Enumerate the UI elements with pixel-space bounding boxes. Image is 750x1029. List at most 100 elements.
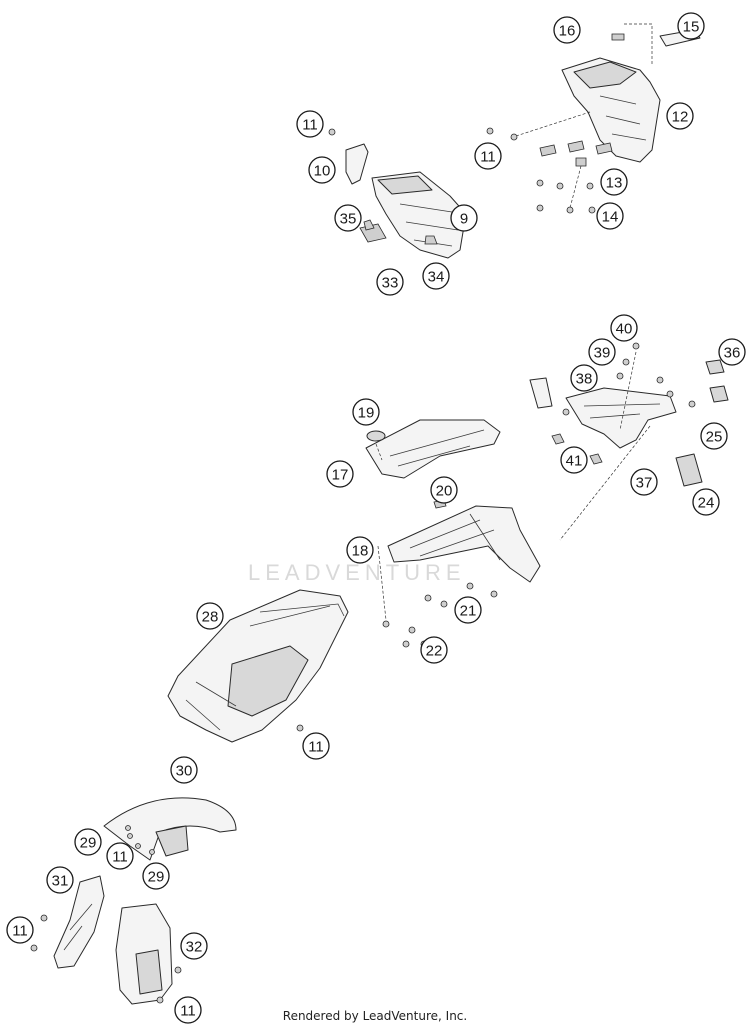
callout-number: 35 (340, 211, 357, 228)
callout-circle (334, 204, 362, 232)
callout-15: 15 (677, 12, 705, 40)
callout-circle (692, 488, 720, 516)
callout-number: 30 (176, 763, 193, 780)
callout-circle (700, 422, 728, 450)
callout-38: 38 (570, 364, 598, 392)
callout-circle (308, 156, 336, 184)
callout-number: 14 (602, 209, 619, 226)
callout-number: 22 (426, 643, 443, 660)
front-bracket (328, 128, 467, 259)
callout-11: 11 (474, 142, 502, 170)
callout-number: 29 (80, 835, 97, 852)
callout-circle (588, 338, 616, 366)
footer-credit: Rendered by LeadVenture, Inc. (282, 1009, 468, 1023)
callout-circle (610, 314, 638, 342)
callout-number: 20 (436, 483, 453, 500)
tail-cowl (167, 589, 349, 743)
callout-circle (326, 460, 354, 488)
callout-13: 13 (600, 168, 628, 196)
callout-36: 36 (718, 338, 746, 366)
callout-circle (454, 596, 482, 624)
callout-number: 11 (12, 923, 28, 940)
callout-12: 12 (666, 102, 694, 130)
callout-circle (142, 862, 170, 890)
callout-circle (6, 916, 34, 944)
watermark: LEADVENTURE (248, 560, 466, 585)
callout-17: 17 (326, 460, 354, 488)
callout-41: 41 (560, 446, 588, 474)
callout-11: 11 (296, 110, 324, 138)
callout-number: 37 (636, 475, 653, 492)
callout-number: 16 (559, 23, 576, 40)
callout-32: 32 (180, 932, 208, 960)
callout-number: 40 (616, 321, 633, 338)
callout-circle (296, 110, 324, 138)
callout-29: 29 (74, 828, 102, 856)
callout-number: 18 (352, 543, 369, 560)
callout-number: 21 (460, 603, 477, 620)
callout-number: 29 (148, 869, 165, 886)
callout-circle (677, 12, 705, 40)
callout-circle (174, 996, 202, 1024)
callout-number: 11 (112, 849, 128, 866)
callout-circle (46, 866, 74, 894)
callout-circle (420, 636, 448, 664)
callout-16: 16 (553, 16, 581, 44)
callout-circle (596, 202, 624, 230)
callout-11: 11 (106, 842, 134, 870)
callout-39: 39 (588, 338, 616, 366)
callout-25: 25 (700, 422, 728, 450)
callout-34: 34 (422, 262, 450, 290)
callout-number: 34 (428, 269, 445, 286)
callout-number: 36 (724, 345, 741, 362)
callout-number: 19 (358, 405, 375, 422)
front-fender (103, 797, 237, 861)
callout-circle (553, 16, 581, 44)
callout-number: 38 (576, 371, 593, 388)
callout-40: 40 (610, 314, 638, 342)
callout-number: 10 (314, 163, 331, 180)
callout-circle (422, 262, 450, 290)
callout-number: 41 (566, 453, 583, 470)
callout-circle (346, 536, 374, 564)
callout-number: 28 (202, 609, 219, 626)
callout-21: 21 (454, 596, 482, 624)
callout-number: 11 (180, 1003, 196, 1020)
callout-28: 28 (196, 602, 224, 630)
callout-9: 9 (450, 204, 478, 232)
callout-number: 32 (186, 939, 203, 956)
callout-20: 20 (430, 476, 458, 504)
callout-circle (352, 398, 380, 426)
license-plate-bracket (529, 342, 729, 541)
callout-number: 17 (332, 467, 349, 484)
callout-11: 11 (174, 996, 202, 1024)
callout-circle (718, 338, 746, 366)
callout-10: 10 (308, 156, 336, 184)
callout-11: 11 (302, 732, 330, 760)
callout-number: 12 (672, 109, 689, 126)
callout-number: 15 (683, 19, 700, 36)
callout-18: 18 (346, 536, 374, 564)
callout-circle (570, 364, 598, 392)
callout-circle (600, 168, 628, 196)
callout-22: 22 (420, 636, 448, 664)
callout-number: 13 (606, 175, 623, 192)
callout-37: 37 (630, 468, 658, 496)
callout-circle (180, 932, 208, 960)
callout-circle (376, 268, 404, 296)
fork-guard-left (30, 875, 105, 969)
callout-circle (106, 842, 134, 870)
callout-circle (74, 828, 102, 856)
callout-number: 24 (698, 495, 715, 512)
callout-circle (560, 446, 588, 474)
callout-11: 11 (6, 916, 34, 944)
callout-30: 30 (170, 756, 198, 784)
callout-circle (170, 756, 198, 784)
seat-bracket (365, 419, 501, 479)
callout-31: 31 (46, 866, 74, 894)
callout-24: 24 (692, 488, 720, 516)
callout-circle (430, 476, 458, 504)
callout-circle (474, 142, 502, 170)
